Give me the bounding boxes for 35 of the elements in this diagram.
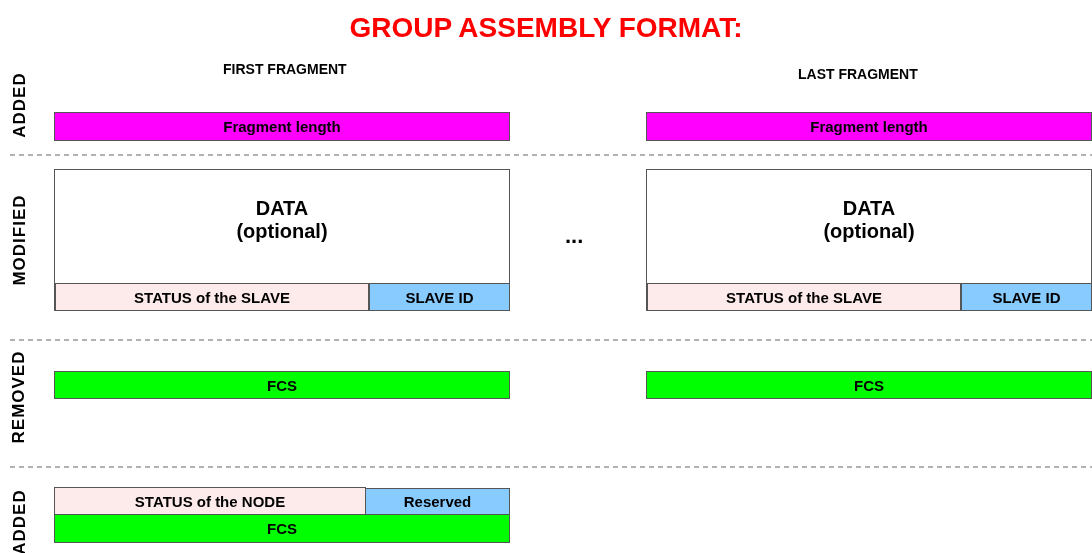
field-bar bbox=[369, 283, 510, 311]
field-name: STATUS of the SLAVE bbox=[726, 288, 882, 306]
field-name: FCS bbox=[267, 520, 297, 537]
field-bar bbox=[54, 371, 510, 399]
row-label: MODIFIED bbox=[9, 194, 30, 286]
field-name: DATA bbox=[255, 197, 309, 220]
row-label: REMOVED bbox=[9, 350, 29, 444]
row-label: ADDED bbox=[9, 72, 30, 138]
field-bar bbox=[55, 283, 369, 311]
field-name: STATUS of the NODE bbox=[134, 492, 286, 510]
field-bar bbox=[365, 488, 510, 515]
field-name: SLAVE ID bbox=[992, 288, 1061, 306]
field-name: Reserved bbox=[403, 493, 472, 510]
column-heading: FIRST FRAGMENT bbox=[223, 61, 347, 77]
data-field bbox=[646, 169, 1092, 311]
field-bar bbox=[646, 371, 1092, 399]
field-name: Fragment length bbox=[223, 118, 341, 135]
field-name: (optional) bbox=[823, 220, 915, 243]
field-name: FCS bbox=[854, 376, 884, 394]
field-name: STATUS of the SLAVE bbox=[134, 288, 290, 306]
field-bar bbox=[54, 112, 510, 141]
field-bar bbox=[961, 283, 1092, 311]
data-field bbox=[54, 169, 510, 311]
field-name: FCS bbox=[267, 376, 297, 394]
field-name: (optional) bbox=[236, 220, 328, 243]
field-name: SLAVE ID bbox=[405, 288, 474, 306]
field-bar bbox=[54, 487, 366, 515]
field-bar bbox=[646, 112, 1092, 141]
field-name: Fragment length bbox=[810, 118, 928, 135]
field-bar bbox=[54, 514, 510, 543]
column-heading: LAST FRAGMENT bbox=[798, 66, 918, 82]
field-name: DATA bbox=[842, 197, 896, 220]
ellipsis: ... bbox=[565, 223, 584, 249]
diagram-title: GROUP ASSEMBLY FORMAT: bbox=[348, 12, 744, 44]
field-bar bbox=[647, 283, 961, 311]
